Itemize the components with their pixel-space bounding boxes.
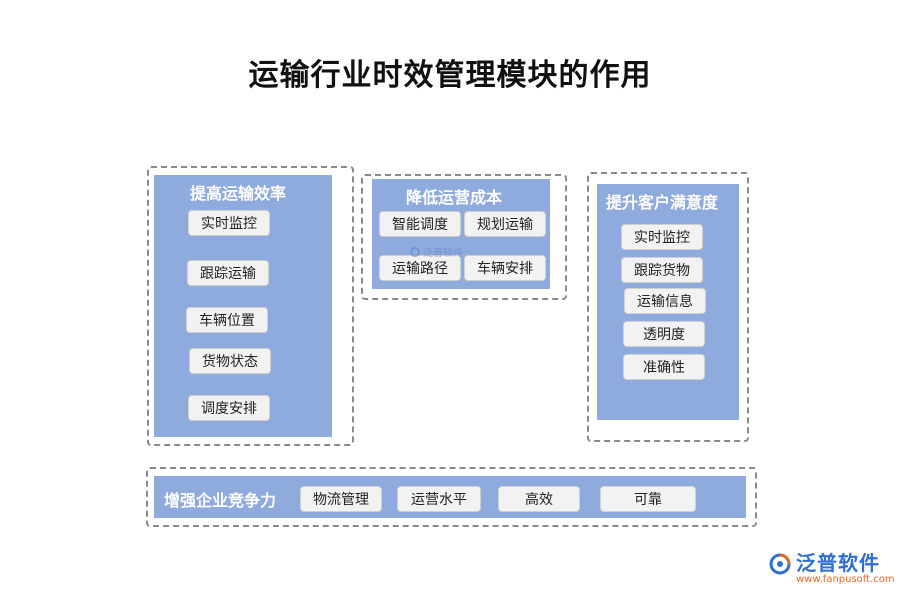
competitiveness-item: 物流管理 [300, 486, 382, 512]
efficiency-item: 实时监控 [188, 210, 270, 236]
cost-item: 运输路径 [379, 255, 461, 281]
logo-url: www.fanpusoft.com [796, 574, 895, 585]
satisfaction-item: 实时监控 [621, 224, 703, 250]
efficiency-group-frame [147, 166, 354, 446]
logo-name: 泛普软件 [796, 551, 880, 575]
efficiency-item: 调度安排 [188, 395, 270, 421]
cost-group-frame [361, 174, 567, 300]
cost-item: 车辆安排 [464, 255, 546, 281]
brand-logo: 泛普软件 www.fanpusoft.com [768, 552, 895, 586]
satisfaction-panel-title: 提升客户满意度 [606, 193, 719, 212]
competitiveness-item: 高效 [498, 486, 580, 512]
satisfaction-item: 运输信息 [624, 288, 706, 314]
cost-panel-title: 降低运营成本 [406, 188, 503, 207]
page-title: 运输行业时效管理模块的作用 [248, 58, 652, 93]
cost-item: 智能调度 [379, 211, 461, 237]
efficiency-item: 车辆位置 [186, 307, 268, 333]
efficiency-item: 货物状态 [189, 348, 271, 374]
watermark-icon [410, 246, 420, 257]
cost-item: 规划运输 [464, 211, 546, 237]
competitiveness-item: 可靠 [600, 486, 696, 512]
efficiency-item: 跟踪运输 [187, 260, 269, 286]
satisfaction-item: 准确性 [623, 354, 705, 380]
competitiveness-item: 运营水平 [397, 486, 481, 512]
efficiency-panel-title: 提高运输效率 [190, 184, 287, 203]
watermark: 泛普软件 [410, 244, 463, 259]
satisfaction-item: 透明度 [623, 321, 705, 347]
competitiveness-panel-title: 增强企业竞争力 [164, 491, 277, 510]
competitiveness-group-frame [146, 467, 757, 527]
fanpu-logo-icon [769, 553, 791, 575]
watermark-text: 泛普软件 [423, 248, 463, 259]
satisfaction-group-frame [587, 172, 749, 442]
satisfaction-item: 跟踪货物 [621, 257, 703, 283]
